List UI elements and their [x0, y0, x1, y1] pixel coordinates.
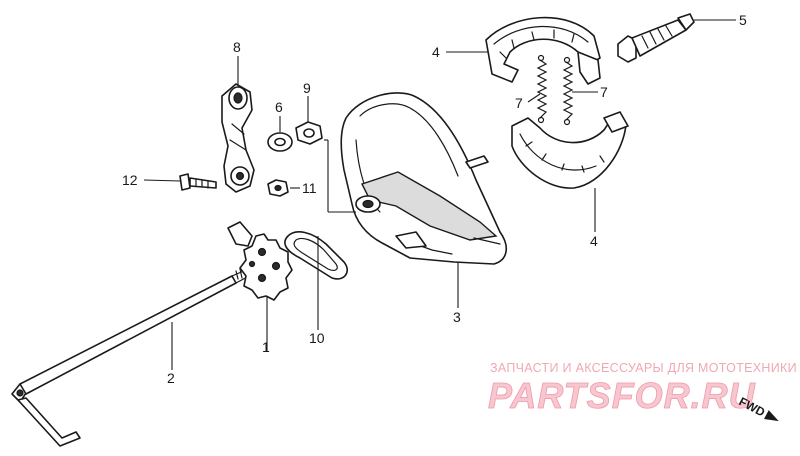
- leader-lines: [143, 19, 736, 370]
- callout-3: 3: [453, 309, 461, 325]
- callout-8: 8: [233, 39, 241, 55]
- callouts: 1 2 3 4 4 5 6 7 7 8 9 10 11 12: [122, 12, 747, 386]
- callout-11: 11: [302, 180, 317, 196]
- callout-7-right: 7: [600, 84, 608, 100]
- watermark: ЗАПЧАСТИ И АКСЕССУАРЫ ДЛЯ МОТОТЕХНИКИ PA…: [488, 361, 797, 416]
- spring-left: [536, 54, 548, 124]
- callout-4-upper: 4: [432, 44, 440, 60]
- spring-right: [562, 56, 574, 126]
- callout-12: 12: [122, 172, 138, 188]
- callout-10: 10: [309, 330, 325, 346]
- bolt: [179, 173, 217, 191]
- watermark-brand: PARTSFOR.RU: [488, 375, 756, 416]
- brake-rod: [11, 267, 250, 447]
- callout-1: 1: [262, 339, 270, 355]
- washer: [267, 132, 293, 152]
- fwd-arrow-icon: [764, 410, 779, 422]
- brake-shoe-lower: [511, 111, 629, 189]
- callout-2: 2: [167, 370, 175, 386]
- brake-shoe-upper: [485, 16, 601, 85]
- brake-panel: [340, 92, 507, 265]
- watermark-subtitle: ЗАПЧАСТИ И АКСЕССУАРЫ ДЛЯ МОТОТЕХНИКИ: [490, 361, 797, 375]
- nut-upper: [295, 121, 323, 145]
- callout-6: 6: [275, 99, 283, 115]
- gasket: [284, 231, 348, 280]
- nut-lower: [267, 179, 289, 197]
- brake-cam: [617, 13, 695, 63]
- lever-link: [221, 83, 255, 193]
- brake-arm: [227, 221, 293, 301]
- callout-9: 9: [303, 80, 311, 96]
- callout-7-left: 7: [515, 95, 523, 111]
- callout-5: 5: [739, 12, 747, 28]
- callout-4-lower: 4: [590, 233, 598, 249]
